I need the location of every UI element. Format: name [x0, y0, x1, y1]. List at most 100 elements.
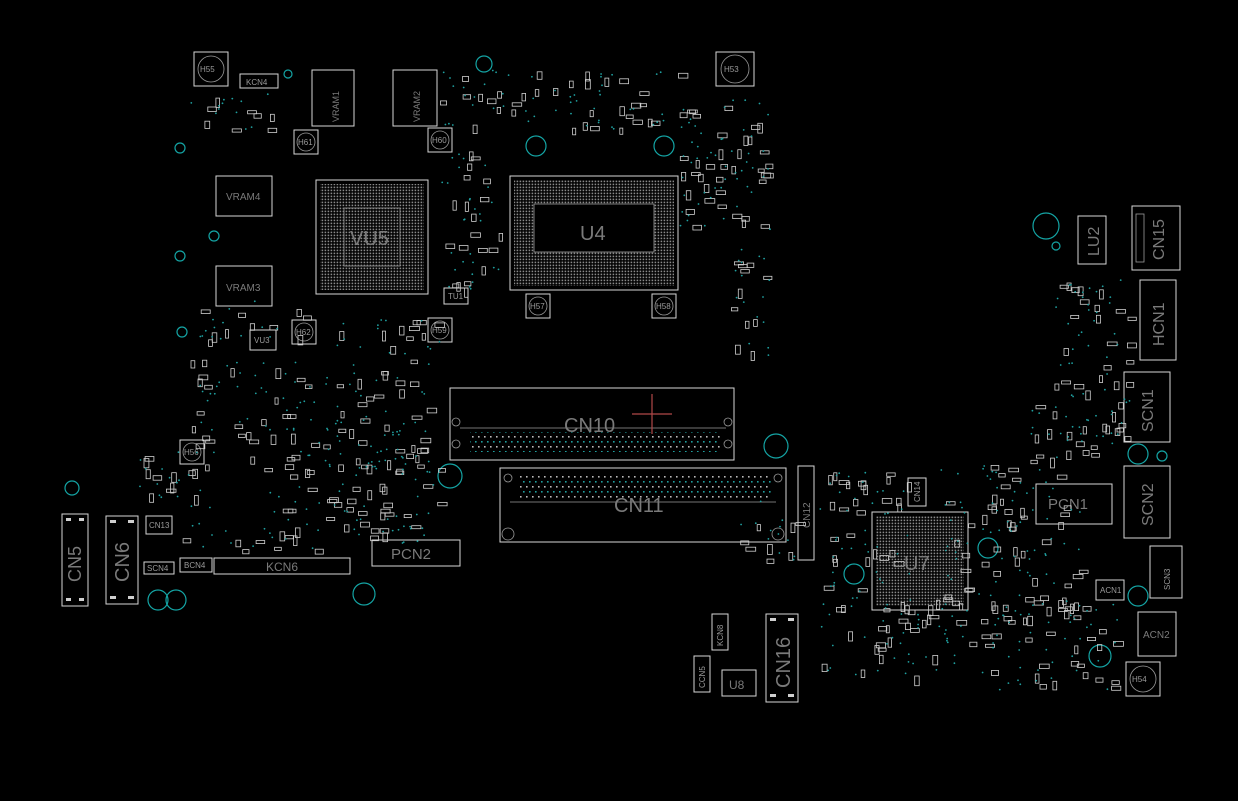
smd-component	[703, 183, 710, 193]
acn2-connector[interactable]: ACN2	[1137, 611, 1177, 657]
via	[891, 636, 894, 639]
via	[1046, 517, 1049, 520]
via	[375, 379, 378, 382]
cn6-connector[interactable]: CN6	[105, 515, 139, 605]
h57-mounting-hole[interactable]: H57	[525, 293, 551, 319]
ccn5-connector[interactable]: CCN5	[693, 655, 711, 693]
via	[762, 296, 764, 298]
via	[1052, 487, 1054, 490]
via	[492, 107, 495, 110]
via	[1110, 432, 1113, 435]
cn15-label: CN15	[1151, 219, 1168, 260]
smd-component	[878, 626, 888, 632]
via	[662, 119, 665, 122]
acn1-connector[interactable]: ACN1	[1095, 579, 1125, 601]
via	[1095, 435, 1098, 437]
cn12-connector[interactable]: CN12	[797, 465, 815, 561]
h62-mounting-hole[interactable]: H62	[291, 319, 317, 345]
cn16-connector[interactable]: CN16	[765, 613, 799, 703]
via	[468, 198, 471, 201]
smd-component	[289, 474, 299, 480]
via	[525, 110, 527, 112]
lu2-chip[interactable]: LU2	[1077, 215, 1107, 265]
scn4-connector[interactable]: SCN4	[143, 561, 175, 575]
via	[254, 392, 257, 395]
via	[1125, 401, 1128, 404]
scn3-connector[interactable]: SCN3	[1149, 545, 1183, 599]
h53-mounting-hole[interactable]: H53	[715, 51, 755, 87]
smd-component	[1034, 673, 1040, 684]
cn10-label: CN10	[564, 415, 615, 437]
scn1-connector[interactable]: SCN1	[1123, 371, 1171, 443]
smd-component	[910, 628, 920, 633]
via	[909, 599, 912, 601]
via	[353, 372, 356, 375]
via	[955, 557, 958, 560]
cn10-connector[interactable]: CN10	[449, 387, 735, 461]
via	[400, 455, 403, 458]
via	[452, 85, 455, 87]
smd-component	[323, 444, 331, 450]
h56-mounting-hole[interactable]: H56	[179, 439, 205, 465]
vu5-gpu-chip[interactable]: VU5	[315, 179, 429, 295]
via	[1029, 631, 1032, 634]
via	[1069, 614, 1072, 617]
cn5-connector[interactable]: CN5	[61, 513, 89, 607]
kcn4-connector[interactable]: KCN4	[239, 73, 279, 89]
h54-mounting-hole[interactable]: H54	[1125, 661, 1161, 697]
via	[1048, 495, 1051, 498]
vu3-chip[interactable]: VU3	[249, 329, 277, 351]
kcn8-connector[interactable]: KCN8	[711, 613, 729, 651]
smd-component	[1047, 429, 1053, 440]
via	[722, 217, 725, 220]
smd-component	[349, 429, 355, 439]
smd-component	[171, 472, 177, 483]
via	[219, 337, 222, 340]
bcn4-label: BCN4	[184, 561, 206, 570]
u7-chip[interactable]: U7	[871, 511, 969, 611]
via	[1097, 659, 1100, 662]
via	[1072, 395, 1074, 398]
vram1-chip[interactable]: VRAM1	[311, 69, 355, 127]
via	[767, 113, 769, 116]
cn13-connector[interactable]: CN13	[145, 515, 173, 535]
via	[734, 269, 737, 272]
via	[252, 545, 255, 547]
hcn1-connector[interactable]: HCN1	[1139, 279, 1177, 361]
h61-mounting-hole[interactable]: H61	[293, 129, 319, 155]
pcn2-connector[interactable]: PCN2	[371, 539, 461, 567]
cn15-connector[interactable]: CN15	[1131, 205, 1181, 271]
via	[531, 75, 533, 78]
via	[938, 625, 941, 628]
h60-mounting-hole[interactable]: H60	[427, 127, 453, 153]
cn11-connector[interactable]: CN11	[499, 467, 787, 543]
via	[683, 194, 686, 197]
via	[768, 279, 771, 282]
via	[269, 491, 272, 494]
vram4-chip[interactable]: VRAM4	[215, 175, 273, 217]
smd-component	[968, 523, 976, 529]
smd-component	[284, 535, 294, 540]
u8-chip[interactable]: U8	[721, 669, 757, 697]
via	[139, 485, 141, 488]
via	[1044, 554, 1047, 557]
via	[656, 121, 659, 124]
u4-cpu-chip[interactable]: U4	[509, 175, 679, 291]
vram3-chip[interactable]: VRAM3	[215, 265, 273, 307]
smd-component	[1058, 607, 1068, 612]
via	[224, 530, 227, 532]
vram2-chip[interactable]: VRAM2	[392, 69, 438, 127]
bcn4-connector[interactable]: BCN4	[179, 557, 213, 573]
pcn1-connector[interactable]: PCN1	[1035, 483, 1113, 525]
h59-mounting-hole[interactable]: H59	[427, 317, 453, 343]
smd-component	[197, 378, 203, 388]
via	[917, 623, 919, 626]
scn2-connector[interactable]: SCN2	[1123, 465, 1171, 539]
h58-mounting-hole[interactable]: H58	[651, 293, 677, 319]
h55-mounting-hole[interactable]: H55	[193, 51, 229, 87]
via	[1106, 356, 1108, 359]
via	[734, 171, 737, 174]
smd-component	[1033, 600, 1044, 606]
via	[917, 613, 919, 616]
kcn6-connector[interactable]: KCN6	[213, 557, 351, 575]
